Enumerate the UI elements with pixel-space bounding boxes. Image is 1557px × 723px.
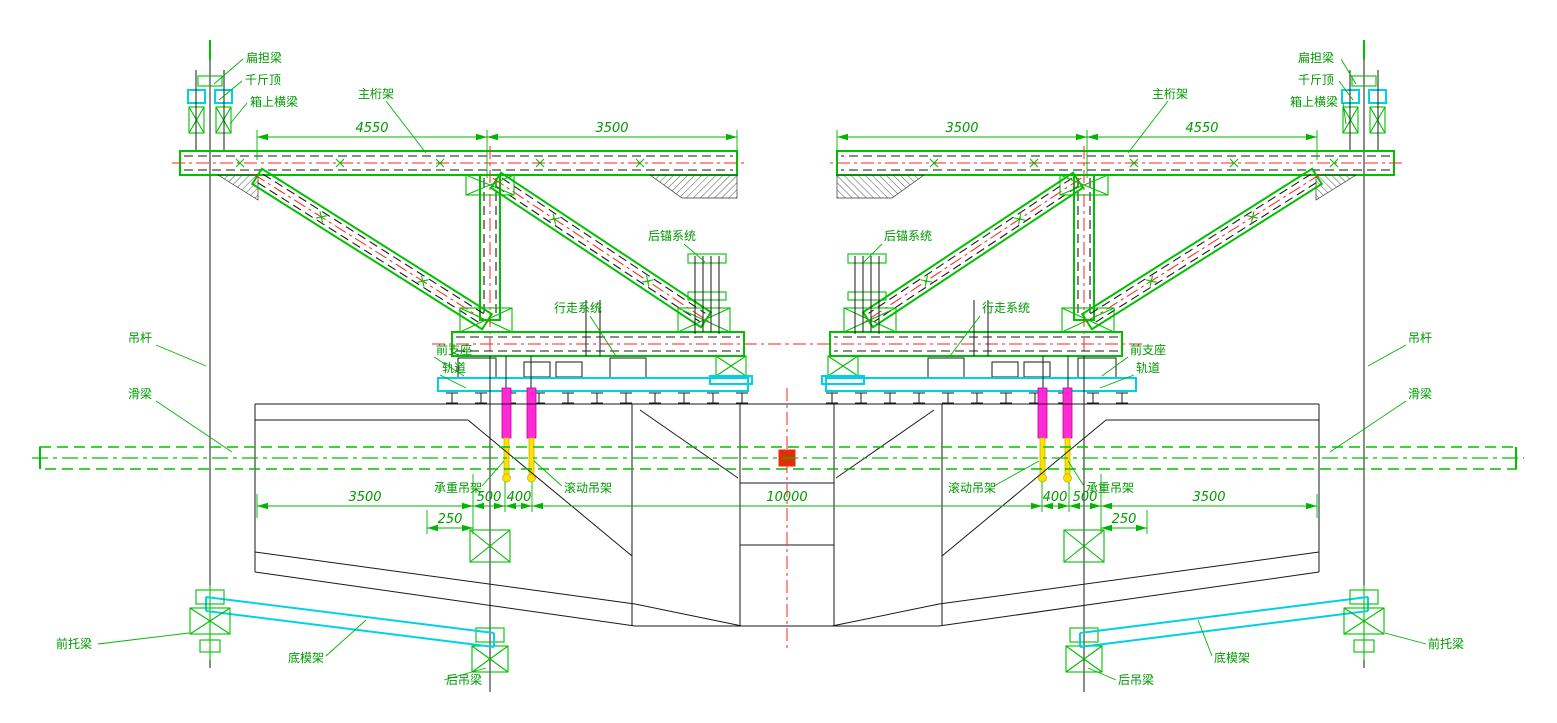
label-text: 前托梁 bbox=[56, 636, 92, 651]
dim-outer-span-left: 4550 bbox=[355, 121, 388, 136]
label-sliding-beam-right: 滑梁 bbox=[1329, 386, 1432, 453]
label-text: 后吊梁 bbox=[1118, 672, 1154, 687]
label-travel-system-left: 行走系统 bbox=[554, 301, 617, 357]
label-travel-system-right: 行走系统 bbox=[949, 301, 1030, 357]
label-text: 主桁架 bbox=[1152, 87, 1188, 101]
label-rear-anchor-right: 后锚系统 bbox=[863, 228, 932, 263]
label-text: 行走系统 bbox=[982, 301, 1030, 315]
dim-mid-span-right: 3500 bbox=[1192, 490, 1225, 505]
dim-500-left: 500 bbox=[477, 490, 502, 505]
jack-spreader-assembly bbox=[187, 70, 233, 150]
label-front-bolster-left: 前托梁 bbox=[56, 632, 190, 651]
label-sliding-beam-left: 滑梁 bbox=[128, 386, 233, 453]
track-rail bbox=[437, 377, 749, 404]
dim-inner-span-left: 3500 bbox=[595, 121, 628, 136]
label-text: 轨道 bbox=[1136, 361, 1160, 375]
label-load-hanger-right: 承重吊架 bbox=[1067, 460, 1134, 495]
label-track-left: 轨道 bbox=[439, 361, 467, 389]
label-main-frame-right: 主桁架 bbox=[1127, 87, 1188, 154]
truss-rear-diagonal bbox=[250, 167, 494, 331]
dim-outer-span-right: 4550 bbox=[1185, 121, 1218, 136]
dimension-geometry bbox=[256, 130, 738, 534]
label-rear-hanger-beam-right: 后吊梁 bbox=[1087, 667, 1154, 687]
truss-bottom-chord bbox=[432, 331, 792, 357]
truss-top-chord bbox=[172, 150, 748, 176]
label-spreader-beam-left: 扁担梁 bbox=[213, 50, 282, 85]
right-half-geometry bbox=[782, 40, 1402, 692]
label-text: 承重吊架 bbox=[434, 481, 482, 495]
sliding-beam bbox=[32, 446, 1524, 470]
label-rolling-hanger-left: 滚动吊架 bbox=[533, 460, 612, 495]
label-text: 承重吊架 bbox=[1086, 481, 1134, 495]
label-text: 千斤顶 bbox=[245, 73, 281, 87]
load-and-rolling-hangers bbox=[501, 356, 537, 483]
label-text: 后锚系统 bbox=[648, 228, 696, 243]
label-box-top-beam-left: 箱上横梁 bbox=[229, 94, 298, 125]
dim-mid-span-left: 3500 bbox=[348, 490, 381, 505]
dim-250-left: 250 bbox=[438, 512, 463, 527]
label-text: 扁担梁 bbox=[246, 50, 282, 65]
dim-center-span: 10000 bbox=[766, 490, 807, 505]
rear-anchor-bolts bbox=[687, 253, 727, 334]
label-text: 滑梁 bbox=[128, 386, 152, 401]
label-hanger-rod-right: 吊杆 bbox=[1367, 331, 1432, 367]
label-text: 行走系统 bbox=[554, 301, 602, 315]
label-text: 吊杆 bbox=[128, 331, 152, 345]
label-text: 滑梁 bbox=[1408, 386, 1432, 401]
front-support-unit bbox=[709, 355, 753, 385]
label-jack-right: 千斤顶 bbox=[1298, 73, 1354, 101]
label-text: 扁担梁 bbox=[1298, 50, 1334, 65]
label-text: 滚动吊架 bbox=[948, 480, 996, 495]
label-front-support-right: 前支座 bbox=[1101, 342, 1166, 377]
dim-500-right: 500 bbox=[1073, 490, 1098, 505]
label-jack-left: 千斤顶 bbox=[218, 73, 281, 101]
label-text: 吊杆 bbox=[1408, 331, 1432, 345]
label-rolling-hanger-right: 滚动吊架 bbox=[948, 460, 1040, 495]
bottom-formwork-beam bbox=[205, 596, 495, 648]
label-front-support-left: 前支座 bbox=[433, 342, 472, 377]
label-bottom-formwork-right: 底模架 bbox=[1197, 619, 1250, 665]
front-bolster-assembly bbox=[189, 589, 231, 653]
label-track-right: 轨道 bbox=[1099, 361, 1160, 389]
box-girder-outline bbox=[254, 403, 743, 627]
dim-400-left: 400 bbox=[507, 490, 532, 505]
label-text: 千斤顶 bbox=[1298, 73, 1334, 87]
dim-400-right: 400 bbox=[1043, 490, 1068, 505]
chord-bolts bbox=[585, 300, 601, 356]
label-hanger-rod-left: 吊杆 bbox=[128, 331, 207, 367]
travel-system-units bbox=[457, 357, 647, 379]
label-box-top-beam-right: 箱上横梁 bbox=[1290, 94, 1347, 125]
label-rear-hanger-beam-left: 后吊梁 bbox=[443, 667, 487, 687]
label-text: 轨道 bbox=[442, 361, 466, 375]
label-text: 滚动吊架 bbox=[564, 480, 612, 495]
label-text: 底模架 bbox=[1214, 650, 1250, 665]
dim-250-right: 250 bbox=[1112, 512, 1137, 527]
label-text: 前支座 bbox=[436, 342, 472, 357]
label-front-bolster-right: 前托梁 bbox=[1384, 632, 1464, 651]
label-text: 前托梁 bbox=[1428, 636, 1464, 651]
label-text: 底模架 bbox=[288, 650, 324, 665]
label-bottom-formwork-left: 底模架 bbox=[288, 619, 367, 665]
label-main-frame-left: 主桁架 bbox=[358, 87, 427, 154]
label-text: 主桁架 bbox=[358, 87, 394, 101]
center-geometry bbox=[32, 388, 1524, 650]
label-load-hanger-left: 承重吊架 bbox=[434, 460, 505, 495]
label-text: 箱上横梁 bbox=[1290, 94, 1338, 109]
label-text: 前支座 bbox=[1130, 342, 1166, 357]
dim-inner-span-right: 3500 bbox=[945, 121, 978, 136]
label-spreader-beam-right: 扁担梁 bbox=[1298, 50, 1357, 85]
label-text: 箱上横梁 bbox=[250, 94, 298, 109]
truss-front-diagonal bbox=[489, 171, 713, 329]
label-rear-anchor-left: 后锚系统 bbox=[648, 228, 706, 263]
gusset-hatch-front bbox=[648, 174, 738, 199]
annotation-layer: 扁担梁 千斤顶 箱上横梁 扁担梁 千斤顶 箱上横梁 主桁架 主桁架 bbox=[56, 50, 1464, 687]
gusset-hatch-rear bbox=[216, 174, 259, 201]
label-text: 后锚系统 bbox=[884, 228, 932, 243]
label-text: 后吊梁 bbox=[446, 672, 482, 687]
left-half-geometry bbox=[172, 40, 792, 692]
